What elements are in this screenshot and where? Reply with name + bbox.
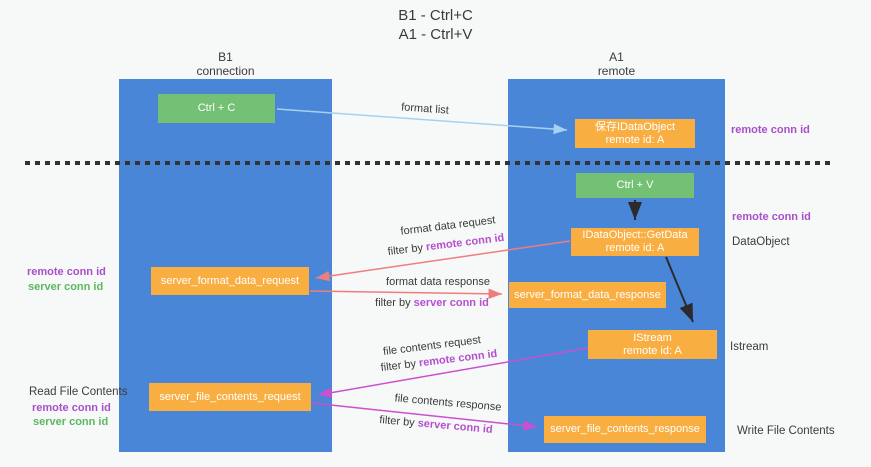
- column-header-b1: B1 connection: [119, 50, 332, 78]
- node-istream-line2: remote id: A: [623, 344, 682, 357]
- label-server-conn-id-left-1: server conn id: [28, 281, 104, 293]
- label-write-file-contents: Write File Contents: [737, 425, 835, 437]
- label-filter-by-text-1: filter by: [387, 241, 427, 259]
- node-ctrl-v-label: Ctrl + V: [616, 179, 654, 191]
- node-ctrl-c-label: Ctrl + C: [197, 102, 236, 114]
- label-remote-conn-id-left-2: remote conn id: [32, 402, 111, 414]
- label-remote-conn-id-right-1: remote conn id: [731, 124, 810, 136]
- node-file-response-label: server_file_contents_response: [550, 423, 700, 435]
- node-file-request-label: server_file_contents_request: [159, 390, 301, 403]
- label-filter-server-2: filter by server conn id: [379, 414, 493, 436]
- label-read-file-contents: Read File Contents: [29, 386, 128, 398]
- column-header-a1: A1 remote: [508, 50, 725, 78]
- node-istream-line1: IStream: [633, 331, 672, 344]
- label-filter-server-conn-id-2: server conn id: [417, 417, 494, 436]
- label-dataobject: DataObject: [732, 236, 790, 248]
- label-filter-remote-conn-id-1: remote conn id: [425, 231, 505, 254]
- label-filter-by-text-4: filter by: [378, 414, 419, 430]
- label-format-list: format list: [400, 101, 450, 117]
- node-idataobject-getdata: IDataObject::GetData remote id: A: [571, 228, 699, 256]
- node-format-response-label: server_format_data_response: [514, 288, 661, 301]
- page-title-line1: B1 - Ctrl+C: [398, 7, 473, 24]
- column-a1-name: A1: [609, 50, 624, 64]
- node-format-request-label: server_format_data_request: [160, 274, 300, 287]
- label-format-data-response: format data response: [386, 276, 490, 288]
- label-filter-by-text-2: filter by: [375, 297, 414, 309]
- node-server-file-contents-response: server_file_contents_response: [544, 416, 706, 443]
- column-b1-subtitle: connection: [196, 64, 255, 78]
- label-remote-conn-id-right-2: remote conn id: [732, 211, 811, 223]
- node-save-idataobject-line1: 保存IDataObject: [594, 120, 676, 133]
- label-filter-server-1: filter by server conn id: [375, 297, 489, 309]
- node-server-file-contents-request: server_file_contents_request: [149, 383, 311, 411]
- node-ctrl-c: Ctrl + C: [158, 94, 275, 123]
- page-title-line2: A1 - Ctrl+V: [398, 26, 473, 43]
- label-file-contents-response: file contents response: [394, 392, 502, 414]
- node-server-format-data-request: server_format_data_request: [151, 267, 309, 295]
- dashed-separator: [25, 161, 833, 165]
- node-ctrl-v: Ctrl + V: [576, 173, 694, 198]
- label-istream: Istream: [730, 341, 769, 353]
- column-a1-subtitle: remote: [597, 64, 636, 78]
- label-filter-by-text-3: filter by: [380, 357, 420, 375]
- arrow-format-data-response: [309, 288, 503, 300]
- column-b1-name: B1: [218, 50, 233, 64]
- node-istream: IStream remote id: A: [588, 330, 717, 359]
- node-save-idataobject: 保存IDataObject remote id: A: [575, 119, 695, 148]
- label-remote-conn-id-left-1: remote conn id: [27, 266, 106, 278]
- node-getdata-line2: remote id: A: [605, 242, 665, 254]
- node-getdata-line1: IDataObject::GetData: [582, 229, 688, 241]
- label-filter-server-conn-id-1: server conn id: [413, 297, 489, 309]
- node-save-idataobject-line2: remote id: A: [605, 133, 665, 146]
- page-title: B1 - Ctrl+C A1 - Ctrl+V: [0, 6, 871, 44]
- label-server-conn-id-left-2: server conn id: [33, 416, 109, 428]
- node-server-format-data-response: server_format_data_response: [509, 282, 666, 308]
